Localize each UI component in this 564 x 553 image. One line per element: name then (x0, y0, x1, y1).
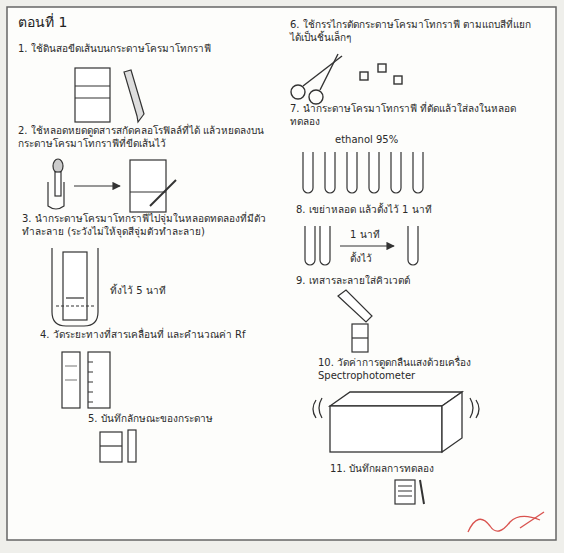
step-text: 1. ใช้ดินสอขีดเส้นบนกระดาษโครมาโทกราฟี (18, 42, 211, 55)
step6-scissors-part (291, 85, 305, 99)
step8-shake-part (340, 245, 394, 246)
step6-scissors-part (378, 64, 386, 72)
step3-tube (52, 248, 98, 326)
note-label: ตั้งไว้ (350, 252, 372, 265)
step1-paper-pencil-part (75, 68, 110, 122)
step9-cuvette-part (352, 337, 368, 338)
step2-dropper-paper-part (48, 182, 64, 209)
note-label: ทิ้งไว้ 5 นาที (110, 284, 166, 297)
step4-strips-part (88, 352, 110, 408)
step5-beaker-part (100, 432, 122, 462)
step2-dropper-paper-part (150, 180, 176, 206)
step10-spectrophotometer-part (442, 392, 462, 452)
step2-dropper-paper-part (130, 160, 166, 212)
signature-mark-part (468, 516, 540, 532)
step7-tubes-part (347, 152, 357, 193)
step3-tube-part (66, 297, 84, 298)
step6-scissors-part (303, 56, 342, 86)
step2-dropper-paper-part (55, 172, 61, 196)
step7-tubes (303, 152, 423, 193)
step11-record-part (395, 480, 415, 504)
step7-tubes-part (391, 152, 401, 193)
step4-strips-part (88, 362, 93, 402)
step8-shake-part (320, 226, 330, 265)
step6-scissors-part (360, 72, 368, 80)
step2-dropper-paper-part (130, 191, 166, 192)
step3-tube-part (52, 248, 98, 326)
step-text: 5. บันทึกลักษณะของกระดาษ (88, 412, 213, 425)
step10-spectrophotometer-part (330, 406, 442, 452)
step7-tubes-part (413, 152, 423, 193)
step5-beaker (100, 430, 136, 462)
step6-scissors-part (309, 90, 323, 104)
step8-shake-part (305, 226, 315, 265)
step10-spectrophotometer-part (330, 392, 462, 406)
page-frame-part (7, 7, 556, 540)
step8-shake (305, 226, 418, 265)
step2-dropper-paper-part (74, 185, 120, 186)
step11-record (395, 480, 424, 504)
step3-tube-part (56, 305, 94, 306)
step1-paper-pencil-part (124, 70, 144, 122)
step6-scissors (291, 54, 402, 104)
step10-spectrophotometer (313, 392, 479, 452)
step4-strips-part (65, 366, 77, 380)
step8-shake-part (408, 226, 418, 265)
step-text: 7. นำกระดาษโครมาโทกราฟี ที่ตัดแล้วใส่ลงใ… (290, 102, 540, 128)
step-text: 10. วัดค่าการดูดกลืนแสงด้วยเครื่อง Spect… (318, 356, 550, 382)
signature-mark-part (520, 512, 544, 528)
step7-tubes-part (369, 152, 379, 193)
step4-strips-part (62, 352, 80, 408)
signature-mark (468, 512, 544, 532)
step5-beaker-part (100, 445, 122, 446)
page-frame (7, 7, 556, 540)
step6-scissors-part (320, 54, 338, 90)
step5-beaker-part (128, 430, 136, 462)
note-label: 1 นาที (350, 228, 380, 241)
title: ตอนที่ 1 (18, 14, 67, 31)
step11-record-part (420, 480, 424, 504)
step7-tubes-part (303, 152, 313, 193)
step2-dropper-paper (48, 159, 176, 212)
step-text: 11. บันทึกผลการทดลอง (330, 462, 434, 475)
step-text: 3. นำกระดาษโครมาโทกราฟีไปจุ่มในหลอดทดลอง… (22, 212, 272, 238)
step6-scissors-part (394, 76, 402, 84)
step1-paper-pencil-part (75, 85, 110, 86)
step2-dropper-paper-part (53, 159, 63, 173)
step9-cuvette-part (338, 290, 372, 322)
step-text: 8. เขย่าหลอด แล้วตั้งไว้ 1 นาที (296, 203, 432, 216)
step1-paper-pencil (75, 68, 144, 122)
step-text: 6. ใช้กรรไกรตัดกระดาษโครมาโทกราฟี ตามแถบ… (290, 18, 540, 44)
step-text: 2. ใช้หลอดหยดดูดสารสกัดคลอโรฟิลล์ที่ได้ … (18, 124, 268, 150)
step1-paper-pencil-part (75, 97, 110, 98)
step10-spectrophotometer-part (313, 398, 479, 418)
step4-strips (62, 352, 110, 408)
step11-record-part (398, 486, 412, 496)
step3-tube-part (63, 252, 87, 320)
step-text: 9. เทสารละลายใส่คิวเวตต์ (296, 274, 410, 287)
step7-tubes-part (325, 152, 335, 193)
step-text: 4. วัดระยะทางที่สารเคลื่อนที่ และคำนวณค่… (40, 328, 246, 341)
step9-cuvette-part (352, 324, 368, 352)
step9-cuvette (338, 290, 372, 352)
note-label: ethanol 95% (335, 133, 398, 146)
